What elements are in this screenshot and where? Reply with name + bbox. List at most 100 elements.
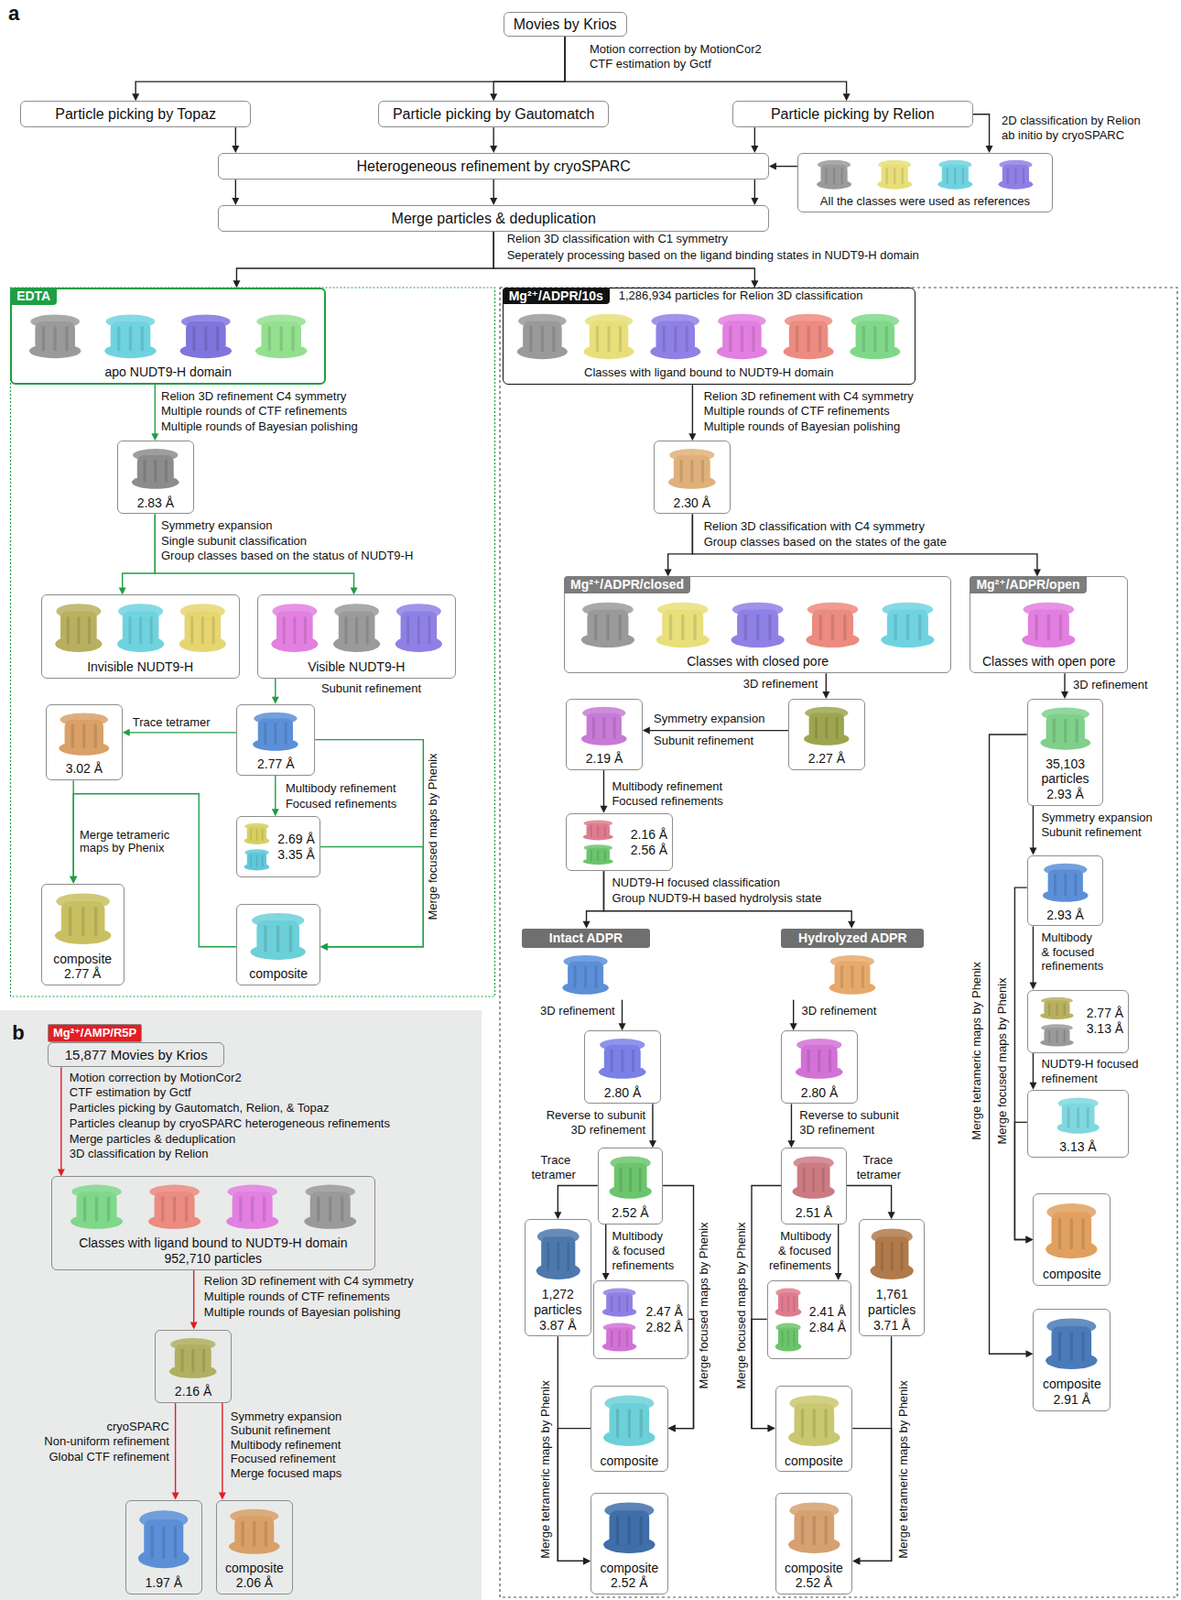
map-stripe — [71, 724, 75, 748]
state-band: Intact ADPR — [521, 928, 650, 1000]
map-stripe — [744, 614, 748, 640]
step-annotation: refinements — [769, 1258, 832, 1273]
resolution-label: 3.87 Å — [529, 1317, 588, 1333]
node-body: composite2.77 Å — [45, 951, 120, 983]
resolution-label: 2.16 Å — [159, 1383, 228, 1399]
map-stripe — [264, 1520, 268, 1547]
flow-connector — [973, 114, 994, 153]
map-micelle — [181, 314, 231, 328]
map-stripe — [94, 724, 98, 748]
flow-connector — [557, 1335, 591, 1564]
map-blob — [1040, 706, 1091, 749]
arrowhead — [1061, 691, 1069, 699]
map-stripe — [618, 325, 622, 352]
step-annotation: Multibody — [611, 1229, 663, 1244]
process-box: Heterogeneous refinement by cryoSPARC — [217, 152, 770, 180]
map-stripe — [192, 1347, 196, 1371]
map-micelle — [796, 1038, 842, 1051]
map-stripe — [818, 325, 822, 352]
map-stripe — [616, 1515, 619, 1544]
flow-connector — [1014, 1121, 1033, 1243]
step-annotation: refinements — [1040, 959, 1104, 974]
map-blob — [250, 912, 306, 960]
map-stripe — [268, 325, 271, 351]
step-annotation: Group classes based on the states of the… — [704, 535, 947, 550]
flow-connector — [618, 999, 627, 1030]
state-band: Hydrolyzed ADPR — [780, 928, 924, 1000]
step-annotation: NUDT9-H focused classification — [611, 876, 781, 890]
arrowhead — [1029, 982, 1037, 990]
map-stripe — [613, 716, 617, 739]
density-map-box: 3.13 Å — [1027, 1089, 1129, 1159]
process-box: Particle picking by Topaz — [20, 100, 251, 128]
resolution-label: 2.82 Å — [645, 1319, 683, 1335]
map-stripe — [1062, 1002, 1065, 1016]
flow-connector — [122, 728, 238, 737]
map-stripe — [590, 824, 593, 836]
step-annotation: tetramer — [530, 1168, 575, 1182]
step-annotation: Focused refinement — [230, 1451, 336, 1466]
connector-line — [128, 731, 238, 733]
step-annotation: Multibody refinement — [611, 780, 723, 794]
connector-line — [754, 127, 756, 148]
connector-line — [1014, 887, 1028, 1239]
map-stripe — [261, 855, 264, 867]
map-stripe — [250, 828, 253, 841]
connector-line — [673, 1318, 694, 1428]
edta-region — [10, 287, 496, 997]
map-stripe — [787, 1330, 790, 1346]
map-stripe — [65, 325, 69, 351]
map-stripe — [886, 167, 889, 185]
map-stripe — [1058, 1332, 1062, 1361]
map-blob — [608, 1156, 651, 1199]
connector-line — [221, 1402, 223, 1495]
map-stripe — [328, 1196, 332, 1222]
node-body: 2.16 Å — [159, 1383, 228, 1399]
map-stripe — [87, 617, 91, 645]
density-map-box: 2.51 Å — [780, 1147, 846, 1225]
resolution-label: composite — [1037, 1376, 1106, 1392]
flow-connector — [688, 384, 696, 441]
map-micelle — [1043, 862, 1087, 875]
map-stripe — [693, 614, 696, 640]
map-stripe — [861, 964, 865, 987]
map-blob — [253, 712, 300, 751]
map-stripe — [639, 1408, 643, 1437]
step-annotation: Group NUDT9-H based hydrolysis state — [611, 891, 822, 906]
flow-connector — [489, 127, 498, 153]
map-micelle — [1057, 1096, 1098, 1108]
node-body: 3.02 Å — [50, 760, 119, 777]
resolution-label: 2.93 Å — [1031, 907, 1100, 923]
flow-connector — [583, 870, 605, 928]
map-micelle — [139, 1509, 188, 1528]
map-stripe — [67, 906, 71, 935]
map-blob — [938, 160, 974, 190]
map-stripe — [840, 964, 844, 987]
map-micelle — [563, 953, 608, 966]
density-map — [975, 596, 1122, 652]
arrowhead — [232, 280, 240, 288]
connector-line — [135, 36, 565, 96]
connector-line — [193, 1269, 195, 1324]
node-body: composite — [595, 1452, 664, 1469]
arrowhead — [768, 1424, 776, 1432]
density-map — [597, 1284, 641, 1355]
map-micelle — [882, 602, 934, 618]
density-map — [570, 817, 626, 867]
map-stripe — [595, 325, 599, 352]
map-micelle — [55, 604, 101, 620]
step-annotation: Subunit refinement — [1040, 825, 1141, 840]
step-annotation: 3D refinement — [1072, 678, 1149, 693]
density-map — [771, 1284, 805, 1355]
node-body: 2.69 Å3.35 Å — [277, 831, 315, 863]
connector-line — [846, 1184, 892, 1214]
node-body: composite2.52 Å — [780, 1560, 849, 1592]
map-blob — [70, 1184, 123, 1229]
map-stripe — [200, 617, 204, 645]
map-stripe — [1063, 718, 1067, 743]
step-annotation: Merge tetrameric maps by Phenix — [539, 1379, 553, 1558]
map-stripe — [427, 617, 431, 645]
flow-connector — [822, 672, 830, 699]
flow-connector — [172, 1402, 180, 1500]
map-micelle — [784, 314, 834, 329]
